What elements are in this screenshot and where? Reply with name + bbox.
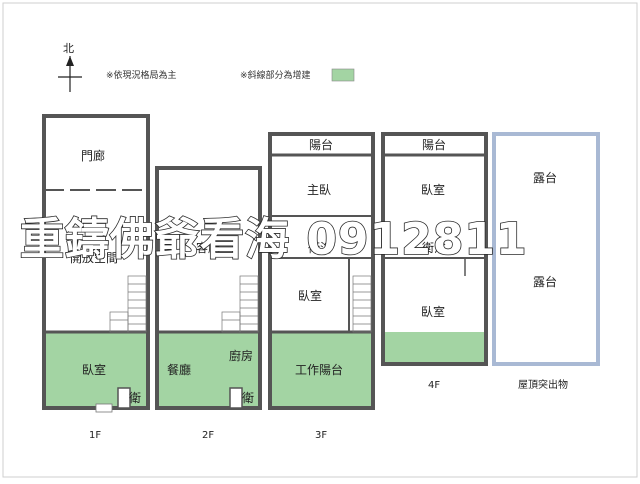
- floor-4f: 陽台 臥室 衛浴 臥室 4F: [381, 132, 488, 391]
- roof-outline: [492, 132, 600, 366]
- f4-room-bedroom-bottom: 臥室: [421, 304, 445, 319]
- f3-room-master: 主臥: [307, 183, 331, 197]
- f3-room-bath: 衛浴: [308, 241, 332, 255]
- f2-room-kitchen: 廚房: [229, 348, 253, 363]
- extension-note: ※斜線部分為增建: [240, 69, 311, 81]
- f1-bath-box: [117, 387, 131, 409]
- floor-2f: 客廳 餐廳 廚房 衛 2F: [155, 166, 262, 441]
- f2-room-dining: 餐廳: [167, 362, 191, 377]
- f4-room-bath: 衛浴: [422, 241, 446, 255]
- f4-outline: [381, 132, 488, 366]
- roof-room-terrace-top: 露台: [533, 170, 557, 185]
- f2-outline: [155, 166, 262, 410]
- f4-extension-area: [383, 332, 486, 364]
- north-arrow-icon: [58, 56, 82, 92]
- f1-room-porch: 門廊: [81, 148, 105, 163]
- f3-room-balcony: 陽台: [309, 137, 333, 152]
- f3-extension-area: [270, 332, 373, 408]
- floor-roof: 露台 露台 屋頂突出物: [492, 132, 600, 391]
- f2-extension-area: [157, 332, 260, 408]
- floor-1f: 門廊 開放空間 臥室 衛 1F: [42, 114, 150, 441]
- f1-room-bath: 衛: [129, 391, 141, 405]
- roof-room-terrace-bottom: 露台: [533, 274, 557, 289]
- f2-label: 2F: [202, 430, 214, 441]
- f1-room-open-space: 開放空間: [70, 250, 118, 265]
- watermark-text: 重鑄佛爺看海 0912811: [20, 214, 528, 265]
- f3-stairs: [352, 275, 372, 333]
- f2-room-bath: 衛: [242, 391, 254, 405]
- f4-room-balcony: 陽台: [422, 137, 446, 152]
- floor-3f: 陽台 主臥 衛浴 臥室 工作陽台 3F: [268, 132, 375, 441]
- f1-room-bedroom: 臥室: [82, 362, 106, 377]
- page-border: [2, 2, 638, 478]
- layout-note: ※依現況格局為主: [106, 69, 177, 81]
- f1-label: 1F: [89, 430, 101, 441]
- f3-label: 3F: [315, 430, 327, 441]
- f1-door: [95, 403, 113, 413]
- compass-label: 北: [63, 42, 74, 55]
- f3-room-work-balcony: 工作陽台: [295, 362, 343, 377]
- f2-bath-box: [229, 387, 243, 409]
- extension-legend-swatch: [331, 68, 355, 82]
- f3-room-bedroom: 臥室: [298, 288, 322, 303]
- f4-room-bedroom-top: 臥室: [421, 182, 445, 197]
- f4-label: 4F: [428, 380, 440, 391]
- f3-outline: [268, 132, 375, 410]
- f2-stairs: [221, 275, 259, 333]
- roof-label: 屋頂突出物: [518, 378, 568, 391]
- f2-room-living: 客廳: [196, 240, 220, 255]
- f1-stairs: [109, 275, 147, 333]
